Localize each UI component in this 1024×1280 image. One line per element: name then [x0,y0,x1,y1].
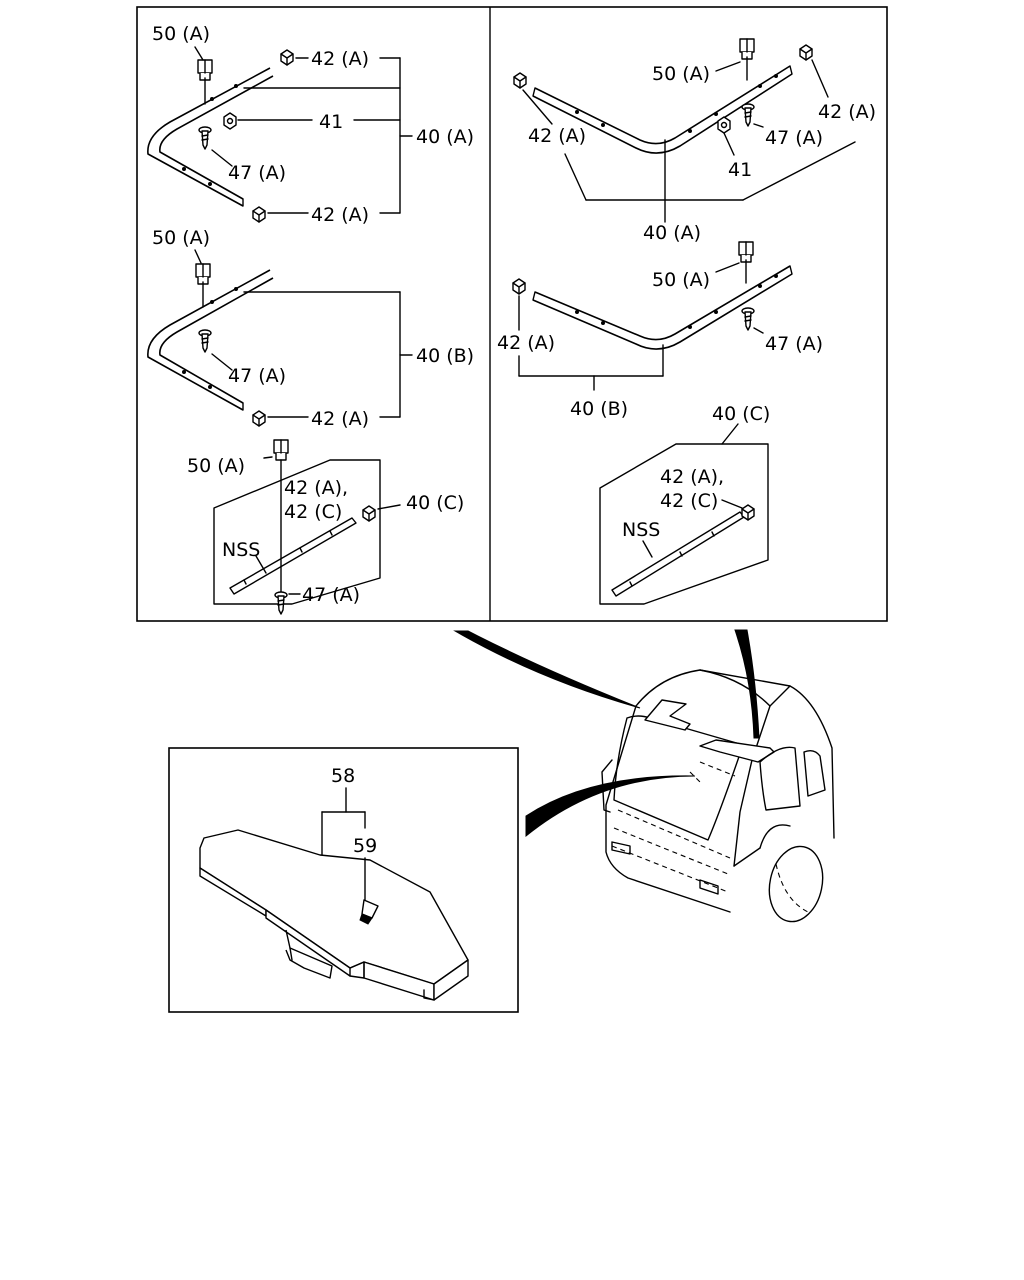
label-50a-right-2: 50 (A) [652,269,710,291]
left-assembly-40c [213,439,401,615]
part-58-bracket [199,787,469,1001]
label-47a-right-1: 47 (A) [765,127,823,149]
left-assembly-40b [147,249,413,427]
label-50a-right-1: 50 (A) [652,63,710,85]
label-42a-comma-left: 42 (A), [284,477,348,499]
label-40a-left: 40 (A) [416,126,474,148]
label-42a-right-2: 42 (A) [528,125,586,147]
label-47a-left-1: 47 (A) [228,162,286,184]
label-42a-left-3: 42 (A) [311,408,369,430]
label-40a-right: 40 (A) [643,222,701,244]
top-parts-frame [136,6,888,622]
label-50a-left-3: 50 (A) [187,455,245,477]
label-59: 59 [353,835,377,857]
label-40b-right: 40 (B) [570,398,628,420]
label-47a-right-2: 47 (A) [765,333,823,355]
label-42a-comma-right: 42 (A), [660,466,724,488]
right-assembly-40c [599,423,769,605]
label-42a-left-2: 42 (A) [311,204,369,226]
label-40c-right: 40 (C) [712,403,770,425]
label-40b-left: 40 (B) [416,345,474,367]
label-47a-left-2: 47 (A) [228,365,286,387]
label-42a-left-1: 42 (A) [311,48,369,70]
truck-cab-illustration [453,629,835,923]
label-41-left: 41 [319,111,343,133]
label-50a-left-2: 50 (A) [152,227,210,249]
right-assembly-40b [512,241,793,391]
bottom-inset-frame [168,747,519,1013]
label-41-right: 41 [728,159,752,181]
label-58: 58 [331,765,355,787]
label-42c-right: 42 (C) [660,490,718,512]
left-assembly-40a [147,46,413,223]
right-assembly-40a [513,38,856,223]
label-nss-left: NSS [222,539,260,561]
label-50a-left-1: 50 (A) [152,23,210,45]
label-42a-right-3: 42 (A) [497,332,555,354]
label-nss-right: NSS [622,519,660,541]
label-47a-left-3: 47 (A) [302,584,360,606]
label-42a-right-1: 42 (A) [818,101,876,123]
label-42c-left: 42 (C) [284,501,342,523]
label-40c-left: 40 (C) [406,492,464,514]
